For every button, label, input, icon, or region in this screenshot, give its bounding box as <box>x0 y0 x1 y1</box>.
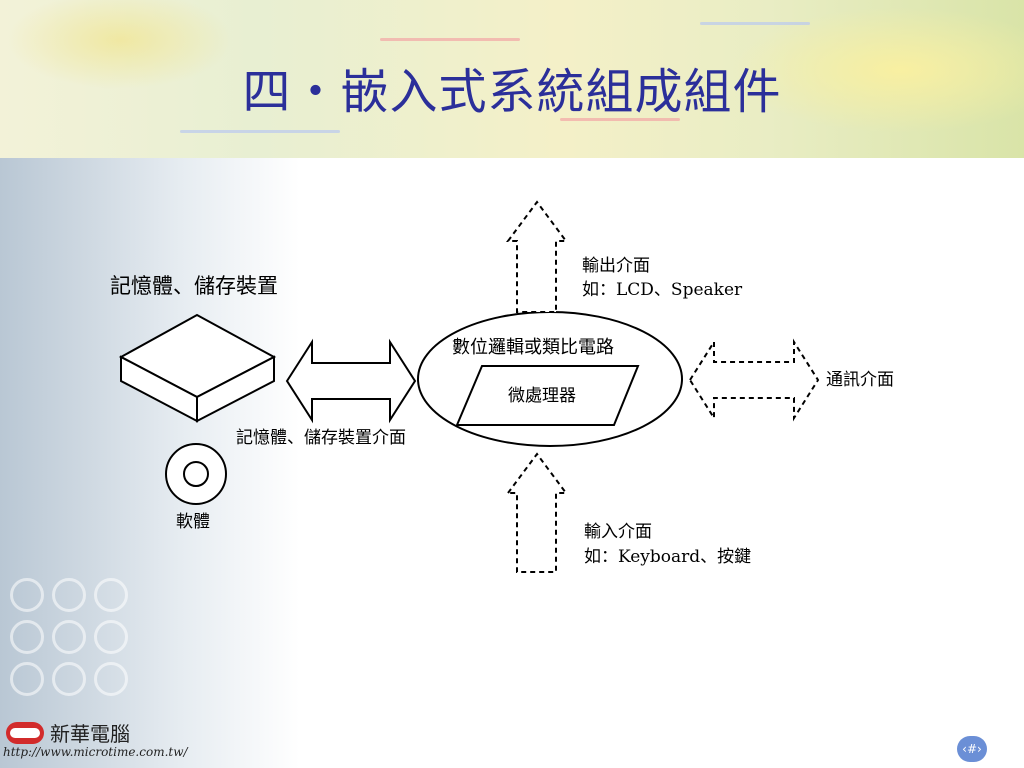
output-interface-arrow <box>506 200 568 313</box>
header-banner <box>0 0 1024 158</box>
logo-name: 新華電腦 <box>50 722 130 746</box>
processor-label: 微處理器 <box>508 386 576 406</box>
circuit-label: 數位邏輯或類比電路 <box>452 337 614 358</box>
memory-storage-label: 記憶體、儲存裝置 <box>110 274 278 298</box>
slide-title: 四・嵌入式系統組成組件 <box>242 64 782 120</box>
software-label: 軟體 <box>176 512 210 532</box>
input-interface-arrow <box>506 452 568 573</box>
page-number-badge: ‹#› <box>957 736 987 762</box>
input-interface-example: 如：Keyboard、按鍵 <box>584 547 752 567</box>
processor-box <box>455 365 640 426</box>
company-logo: 新華電腦 <box>6 718 130 747</box>
software-disc-icon <box>165 443 227 505</box>
memory-interface-label: 記憶體、儲存裝置介面 <box>236 428 406 448</box>
company-url: http://www.microtime.com.tw/ <box>3 745 188 759</box>
memory-interface-arrow <box>285 338 417 424</box>
communication-interface-label: 通訊介面 <box>826 370 894 390</box>
logo-badge-icon <box>6 721 44 744</box>
output-interface-example: 如：LCD、Speaker <box>582 280 743 300</box>
output-interface-title: 輸出介面 <box>582 256 650 276</box>
memory-box-icon <box>118 313 277 423</box>
input-interface-title: 輸入介面 <box>584 522 652 542</box>
communication-interface-arrow <box>688 338 820 422</box>
side-decoration-panel <box>0 158 300 768</box>
